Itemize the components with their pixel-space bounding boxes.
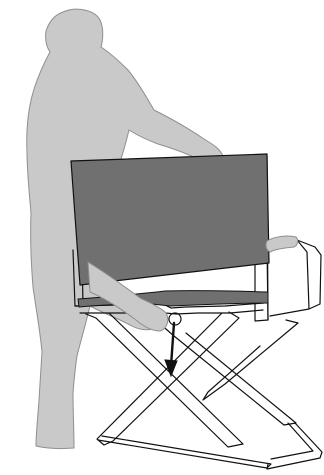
right-hand: [266, 236, 298, 252]
back-fabric: [71, 154, 269, 285]
base-rail-front: [98, 436, 271, 468]
leg-right-to-left: [97, 312, 239, 445]
rear-leg-left: [203, 320, 298, 400]
base-rail-right-inner: [271, 423, 313, 459]
